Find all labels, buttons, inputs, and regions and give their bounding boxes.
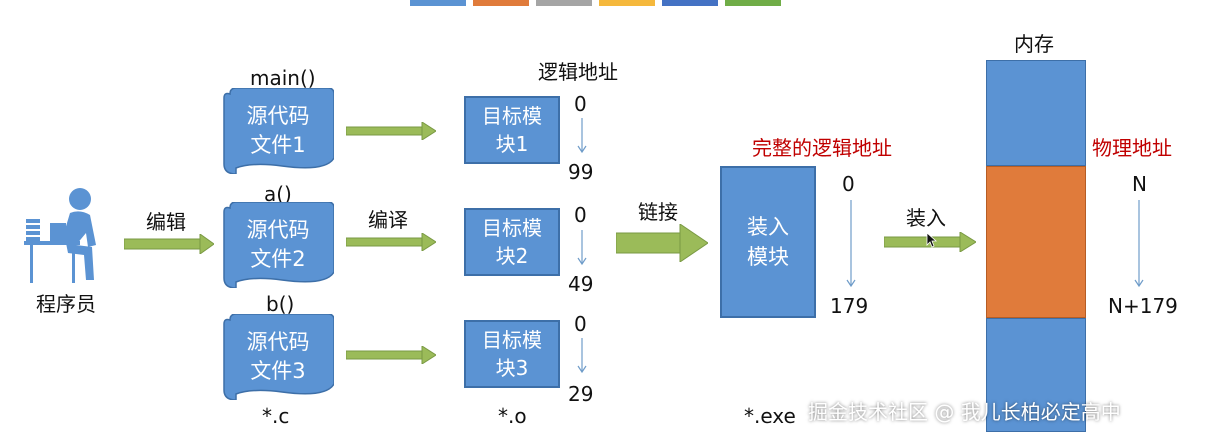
source-file-1: 源代码文件1 [222,87,335,175]
compile-arrow-3 [346,346,436,364]
source-file-3-line1: 源代码 [246,330,310,354]
memory-segment-loaded [986,166,1086,318]
source-file-2-line2: 文件2 [250,247,306,271]
source-file-2-line1: 源代码 [246,218,310,242]
object-ext-label: *.o [498,404,527,428]
load-module-range-arrow [846,200,856,288]
func-label-b: b() [266,292,295,316]
object-module-1: 目标模 块1 [464,96,560,164]
object-module-2-line1: 目标模 [482,216,542,240]
object-module-3-line1: 目标模 [482,328,542,352]
logical-address-title: 逻辑地址 [538,60,618,84]
full-logical-address-title: 完整的逻辑地址 [752,136,892,160]
module-2-start: 0 [574,203,587,227]
load-module: 装入 模块 [720,166,816,318]
object-module-2-line2: 块2 [495,244,529,268]
physical-address-start: N [1132,172,1147,196]
module-3-range-arrow [577,338,587,374]
module-2-end: 49 [568,272,594,296]
module-3-end: 29 [568,382,594,406]
watermark: 掘金技术社区 @ 我儿长柏必定高中 [808,400,1121,424]
module-1-start: 0 [574,92,587,116]
compile-label: 编译 [368,208,408,232]
source-file-1-line1: 源代码 [246,104,310,128]
swatch-5 [662,0,718,6]
exe-ext-label: *.exe [744,404,796,428]
link-label: 链接 [638,200,678,224]
swatch-1 [410,0,466,6]
func-label-main: main() [250,66,316,90]
source-file-3: 源代码文件3 [222,313,335,401]
load-module-end: 179 [830,294,869,318]
edit-arrow [124,234,214,254]
source-file-2: 源代码文件2 [222,201,335,289]
compile-arrow-2 [346,233,436,251]
memory-title: 内存 [1014,32,1054,56]
load-arrow-label: 装入 [906,206,946,230]
physical-address-range-arrow [1134,200,1144,288]
load-module-line2: 模块 [747,245,789,269]
swatch-3 [536,0,592,6]
object-module-1-line1: 目标模 [482,104,542,128]
load-arrow [884,232,976,252]
load-module-start: 0 [842,172,855,196]
source-ext-label: *.c [262,404,290,428]
physical-address-title: 物理地址 [1092,136,1172,160]
source-file-3-line2: 文件3 [250,359,306,383]
swatch-4 [599,0,655,6]
swatch-2 [473,0,529,6]
edit-label: 编辑 [146,210,186,234]
memory-segment-bottom [986,318,1086,432]
module-2-range-arrow [577,230,587,266]
physical-address-end: N+179 [1108,294,1178,318]
memory-segment-top [986,60,1086,166]
object-module-1-line2: 块1 [495,132,529,156]
swatch-6 [725,0,781,6]
load-module-line1: 装入 [747,215,789,239]
object-module-2: 目标模 块2 [464,208,560,276]
source-file-1-line2: 文件1 [250,133,306,157]
object-module-3-line2: 块3 [495,356,529,380]
programmer-label: 程序员 [36,292,96,316]
compile-arrow-1 [346,122,436,140]
module-1-range-arrow [577,118,587,154]
module-3-start: 0 [574,312,587,336]
mouse-cursor-icon [926,232,938,248]
link-arrow [616,224,708,262]
programmer-icon [24,188,96,283]
module-1-end: 99 [568,160,594,184]
object-module-3: 目标模 块3 [464,320,560,388]
